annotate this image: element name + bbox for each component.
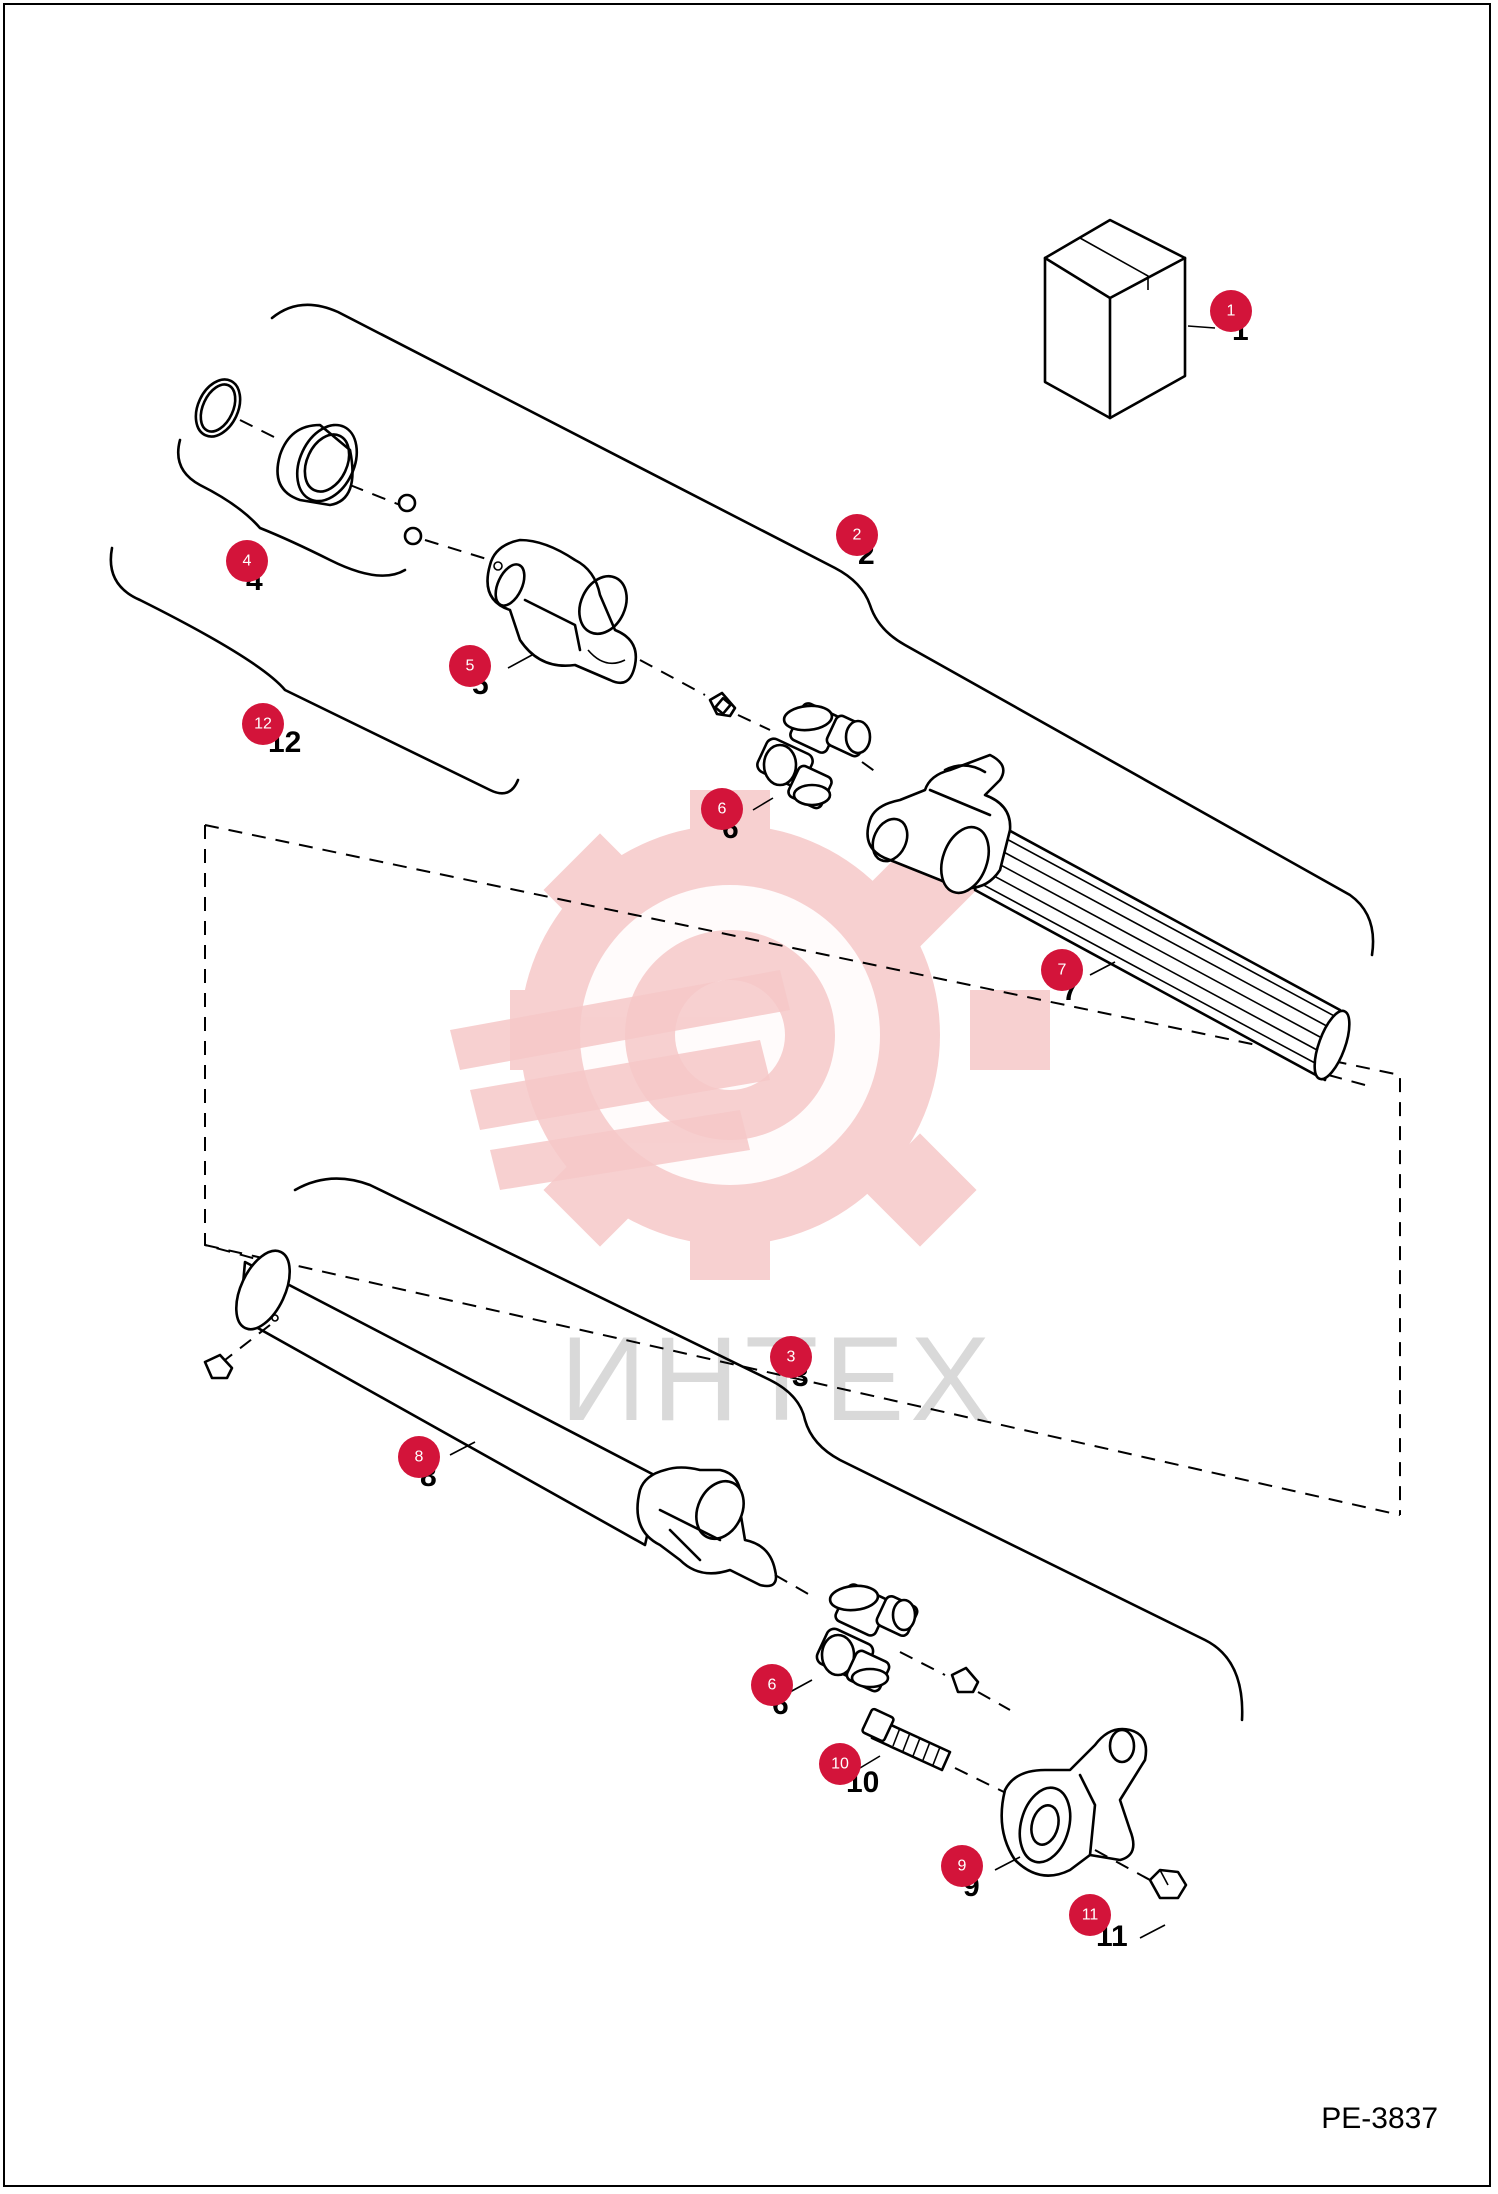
svg-text:9: 9	[958, 1858, 967, 1875]
svg-text:2: 2	[853, 527, 862, 544]
kit-box	[1043, 218, 1216, 420]
ball-lower	[403, 526, 423, 546]
ball-upper	[397, 493, 417, 513]
callout-10[interactable]: 10 10	[819, 1743, 879, 1799]
bracket-assembly-3	[293, 1177, 1244, 1722]
svg-text:6: 6	[718, 801, 727, 818]
callout-4[interactable]: 4 4	[226, 540, 268, 597]
callout-5[interactable]: 5 5	[449, 645, 491, 701]
callout-8[interactable]: 8 8	[398, 1436, 440, 1493]
bracket-kit-4	[176, 438, 407, 577]
nut	[1148, 1868, 1188, 1900]
yoke-upper	[486, 538, 638, 685]
callout-7[interactable]: 7 7	[1041, 949, 1083, 1007]
svg-text:8: 8	[415, 1449, 424, 1466]
callout-3[interactable]: 3 3	[770, 1336, 812, 1393]
svg-text:3: 3	[787, 1349, 796, 1366]
bolt	[861, 1707, 952, 1772]
cross-bearing-lower	[815, 1583, 919, 1693]
svg-text:5: 5	[466, 658, 475, 675]
callout-12[interactable]: 12 12	[242, 703, 301, 759]
bracket-kit-12	[109, 546, 520, 795]
bearing-cup	[276, 423, 359, 507]
svg-text:7: 7	[1058, 962, 1067, 979]
watermark-logo: ИНТЕХ	[450, 790, 1050, 1446]
svg-text:10: 10	[831, 1756, 849, 1773]
outer-tube	[235, 1249, 662, 1547]
o-ring	[194, 378, 242, 438]
callout-11[interactable]: 11 11	[1069, 1894, 1128, 1953]
callout-6-lower[interactable]: 6 6	[751, 1664, 793, 1721]
svg-text:11: 11	[1082, 1907, 1099, 1924]
bracket-assembly-2	[270, 303, 1375, 957]
grease-fitting-upper	[708, 691, 737, 718]
end-yoke	[1000, 1727, 1148, 1877]
watermark-text: ИНТЕХ	[560, 1312, 996, 1446]
grease-fitting-left	[203, 1353, 234, 1380]
svg-text:1: 1	[1227, 303, 1236, 320]
svg-text:6: 6	[768, 1677, 777, 1694]
cross-bearing-upper	[756, 702, 872, 810]
svg-text:4: 4	[243, 553, 252, 570]
callout-2[interactable]: 2 2	[836, 514, 878, 571]
callout-1[interactable]: 1 1	[1210, 290, 1252, 347]
drawing-code: PE-3837	[1321, 2102, 1438, 2135]
callout-9[interactable]: 9 9	[941, 1845, 983, 1903]
callout-6-upper[interactable]: 6 6	[701, 788, 743, 845]
grease-fitting-right	[950, 1666, 980, 1694]
svg-text:12: 12	[254, 716, 272, 733]
assembly-dashed-guide-lower	[204, 1244, 1401, 1516]
yoke-lower	[636, 1466, 778, 1588]
inner-yoke-shaft	[866, 753, 1351, 1082]
